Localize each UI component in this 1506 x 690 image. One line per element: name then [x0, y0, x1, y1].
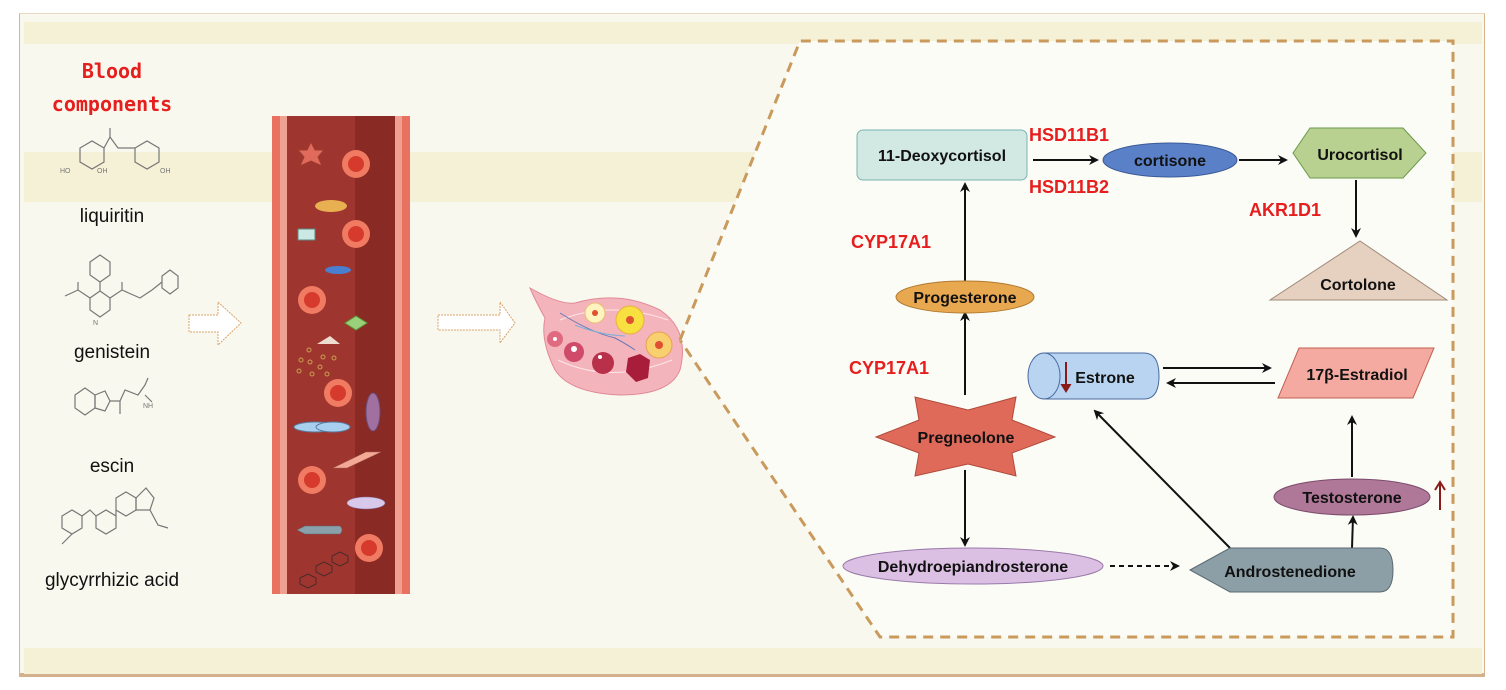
blood-components-title-line2: components: [51, 92, 173, 116]
node-progesterone: Progesterone: [895, 280, 1035, 314]
svg-text:Urocortisol: Urocortisol: [1317, 147, 1402, 164]
structure-glycyrrhizic-acid: [61, 487, 169, 545]
edge-androstenedione-estrone: [1093, 409, 1231, 549]
svg-text:cortisone: cortisone: [1134, 153, 1206, 170]
background-band-bottom: [24, 648, 1482, 674]
svg-text:17β-Estradiol: 17β-Estradiol: [1306, 367, 1407, 384]
background-band-top: [24, 22, 1482, 44]
blood-vessel-illustration: [272, 116, 410, 594]
node-deoxycortisol: 11-Deoxycortisol: [856, 129, 1028, 181]
node-androstenedione: Androstenedione: [1188, 547, 1394, 593]
flow-arrow-1: [188, 300, 242, 347]
node-urocortisol: Urocortisol: [1292, 127, 1427, 179]
node-testosterone: Testosterone: [1273, 478, 1446, 516]
svg-text:OH: OH: [97, 168, 108, 175]
red-blood-cells: [298, 150, 383, 562]
svg-text:N: N: [93, 320, 98, 327]
node-cortolone: Cortolone: [1268, 240, 1449, 301]
svg-text:Testosterone: Testosterone: [1302, 490, 1401, 507]
svg-text:HO: HO: [60, 168, 71, 175]
enzyme-akr1d1: AKR1D1: [1249, 200, 1321, 220]
node-pregneolone: Pregneolone: [874, 396, 1057, 477]
structure-escin: NH: [74, 377, 153, 416]
compound-label-liquiritin: liquiritin: [79, 206, 145, 227]
node-estrone: Estrone: [1027, 352, 1160, 400]
enzyme-hsd11b2: HSD11B2: [1029, 177, 1109, 197]
edge-androstenedione-testosterone: [1347, 515, 1358, 549]
zoom-outline: [678, 39, 1455, 639]
structure-genistein: N: [64, 254, 179, 327]
ovary-illustration: [528, 286, 683, 396]
enzyme-hsd11b1: HSD11B1: [1029, 125, 1109, 145]
svg-text:Estrone: Estrone: [1075, 370, 1135, 387]
svg-text:Cortolone: Cortolone: [1320, 277, 1396, 294]
pathway-edges: [960, 155, 1361, 571]
node-cortisone: cortisone: [1102, 142, 1238, 178]
svg-text:Dehydroepiandrosterone: Dehydroepiandrosterone: [878, 559, 1068, 576]
structure-liquiritin: HO OH OH: [60, 128, 171, 175]
compound-label-glycyrrhizic-acid: glycyrrhizic acid: [44, 570, 180, 591]
enzyme-cyp17a1-lower: CYP17A1: [849, 358, 929, 378]
node-dhea: Dehydroepiandrosterone: [842, 547, 1104, 585]
svg-text:Pregneolone: Pregneolone: [918, 430, 1015, 447]
blood-components-title-line1: Blood: [81, 59, 143, 83]
compound-label-escin: escin: [89, 456, 135, 477]
flow-arrow-2: [437, 300, 516, 345]
svg-text:Progesterone: Progesterone: [913, 290, 1016, 307]
svg-text:OH: OH: [160, 168, 171, 175]
svg-text:NH: NH: [143, 403, 153, 410]
svg-text:Androstenedione: Androstenedione: [1224, 564, 1356, 581]
node-estradiol: 17β-Estradiol: [1277, 347, 1435, 399]
svg-text:11-Deoxycortisol: 11-Deoxycortisol: [878, 148, 1006, 165]
compound-label-genistein: genistein: [73, 342, 151, 363]
enzyme-cyp17a1-upper: CYP17A1: [851, 232, 931, 252]
